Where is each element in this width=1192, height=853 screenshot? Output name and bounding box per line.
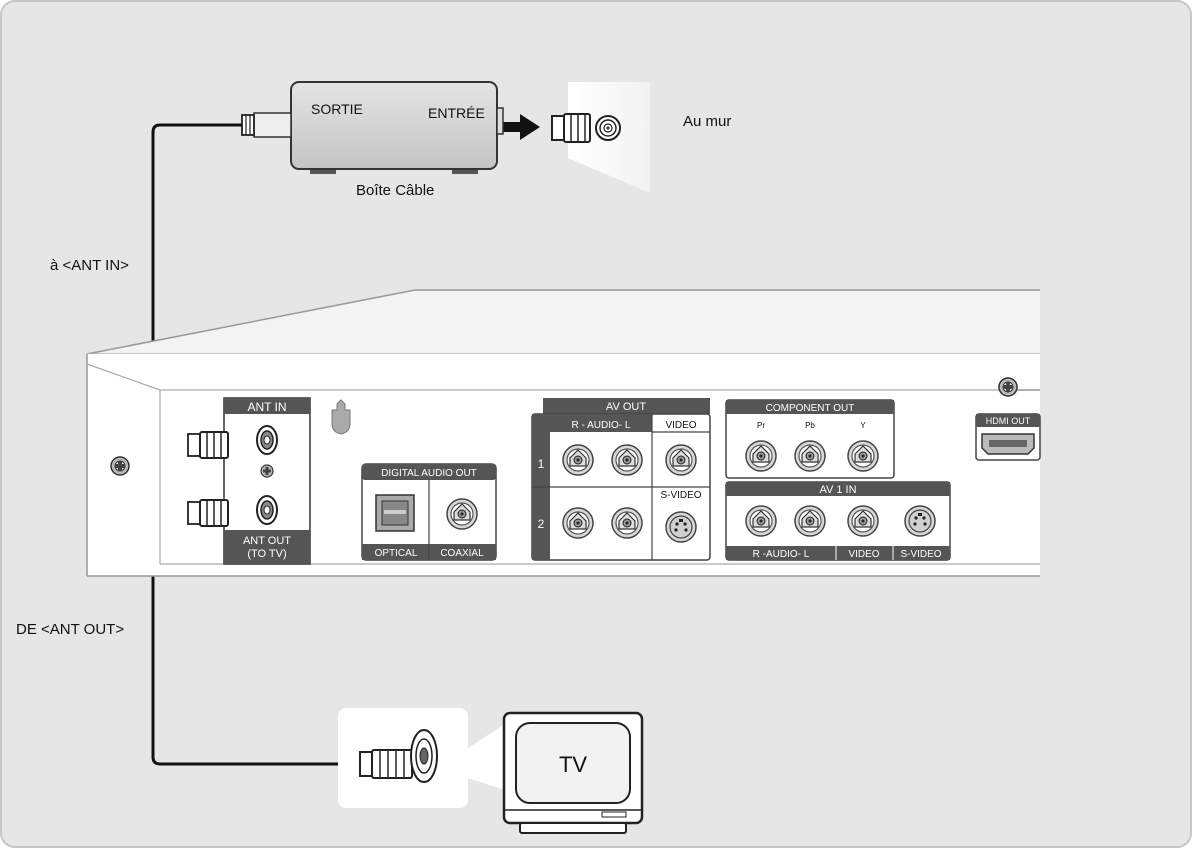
av1-in-title: AV 1 IN — [819, 484, 856, 496]
cable-box-in-label: ENTRÉE — [428, 105, 485, 121]
hdmi-out-label: HDMI OUT — [986, 416, 1031, 426]
arrow-right-icon — [500, 114, 540, 140]
ground-icon — [331, 399, 351, 435]
wall-jack-icon — [595, 115, 621, 141]
tv-connection-beam — [468, 724, 505, 790]
av-out-2-audio-right-jack-icon — [562, 507, 594, 539]
ant-out-jack-icon — [256, 495, 278, 525]
av1-in-svideo-jack-icon — [904, 505, 936, 537]
ant-in-jack-icon — [256, 425, 278, 455]
av-out-video-label: VIDEO — [665, 420, 696, 431]
wall-outlet — [551, 82, 650, 193]
hdmi-port-icon — [981, 433, 1035, 455]
av1-in-audio-right-jack-icon — [745, 505, 777, 537]
av-out-1-video-jack-icon — [665, 444, 697, 476]
av1-in-svideo-label: S-VIDEO — [900, 549, 941, 560]
av-out-1-audio-right-jack-icon — [562, 444, 594, 476]
hdmi-out-panel — [975, 413, 1041, 461]
digital-audio-title: DIGITAL AUDIO OUT — [381, 468, 477, 479]
coaxial-label: COAXIAL — [440, 548, 484, 559]
av-out-audio-label: R - AUDIO- L — [572, 420, 631, 431]
av-out-panel — [531, 398, 711, 561]
component-y-label: Y — [860, 421, 866, 430]
ant-out-sub-label: (TO TV) — [247, 548, 286, 560]
cable-label-from-ant-out: DE <ANT OUT> — [16, 621, 124, 638]
wall-plug-icon — [551, 113, 591, 143]
av1-in-video-jack-icon — [847, 505, 879, 537]
av-out-svideo-jack-icon — [665, 511, 697, 543]
ant-out-label: ANT OUT — [243, 535, 291, 547]
av-out-title: AV OUT — [606, 401, 646, 413]
component-out-title: COMPONENT OUT — [766, 403, 855, 414]
ant-in-plug-icon — [187, 431, 229, 459]
av-out-2-audio-left-jack-icon — [611, 507, 643, 539]
coaxial-jack-icon — [446, 498, 478, 530]
tv-jack-icon — [410, 729, 438, 783]
av1-in-video-label: VIDEO — [848, 549, 879, 560]
cable-box — [241, 81, 504, 174]
ant-in-label: ANT IN — [247, 400, 286, 414]
optical-label: OPTICAL — [375, 548, 418, 559]
av-out-1-audio-left-jack-icon — [611, 444, 643, 476]
av1-in-audio-left-jack-icon — [794, 505, 826, 537]
wall-label: Au mur — [683, 113, 731, 130]
digital-audio-out-panel — [361, 463, 497, 561]
ant-out-plug-icon — [187, 499, 229, 527]
component-pr-jack-icon — [745, 440, 777, 472]
component-pr-label: Pr — [757, 421, 765, 430]
tv-label: TV — [559, 752, 587, 777]
cable-box-output-connector — [241, 112, 292, 138]
tv-set — [502, 711, 644, 834]
av-out-row-2-label: 2 — [538, 517, 545, 531]
component-y-jack-icon — [847, 440, 879, 472]
cable-label-to-ant-in: à <ANT IN> — [50, 257, 129, 274]
optical-port-icon — [375, 494, 415, 532]
cable-box-out-label: SORTIE — [311, 101, 363, 117]
screw-icon — [998, 377, 1018, 397]
component-pb-jack-icon — [794, 440, 826, 472]
cable-box-caption: Boîte Câble — [356, 182, 434, 199]
antenna-panel — [187, 397, 311, 565]
component-out-panel — [725, 399, 895, 479]
tv-plug-icon — [359, 749, 413, 779]
av-out-svideo-label: S-VIDEO — [660, 490, 701, 501]
av1-in-panel — [725, 481, 951, 561]
av1-in-audio-label: R -AUDIO- L — [753, 549, 810, 560]
av-out-row-1-label: 1 — [538, 457, 545, 471]
screw-icon — [110, 456, 130, 476]
screw-icon — [260, 464, 274, 478]
component-pb-label: Pb — [805, 421, 815, 430]
